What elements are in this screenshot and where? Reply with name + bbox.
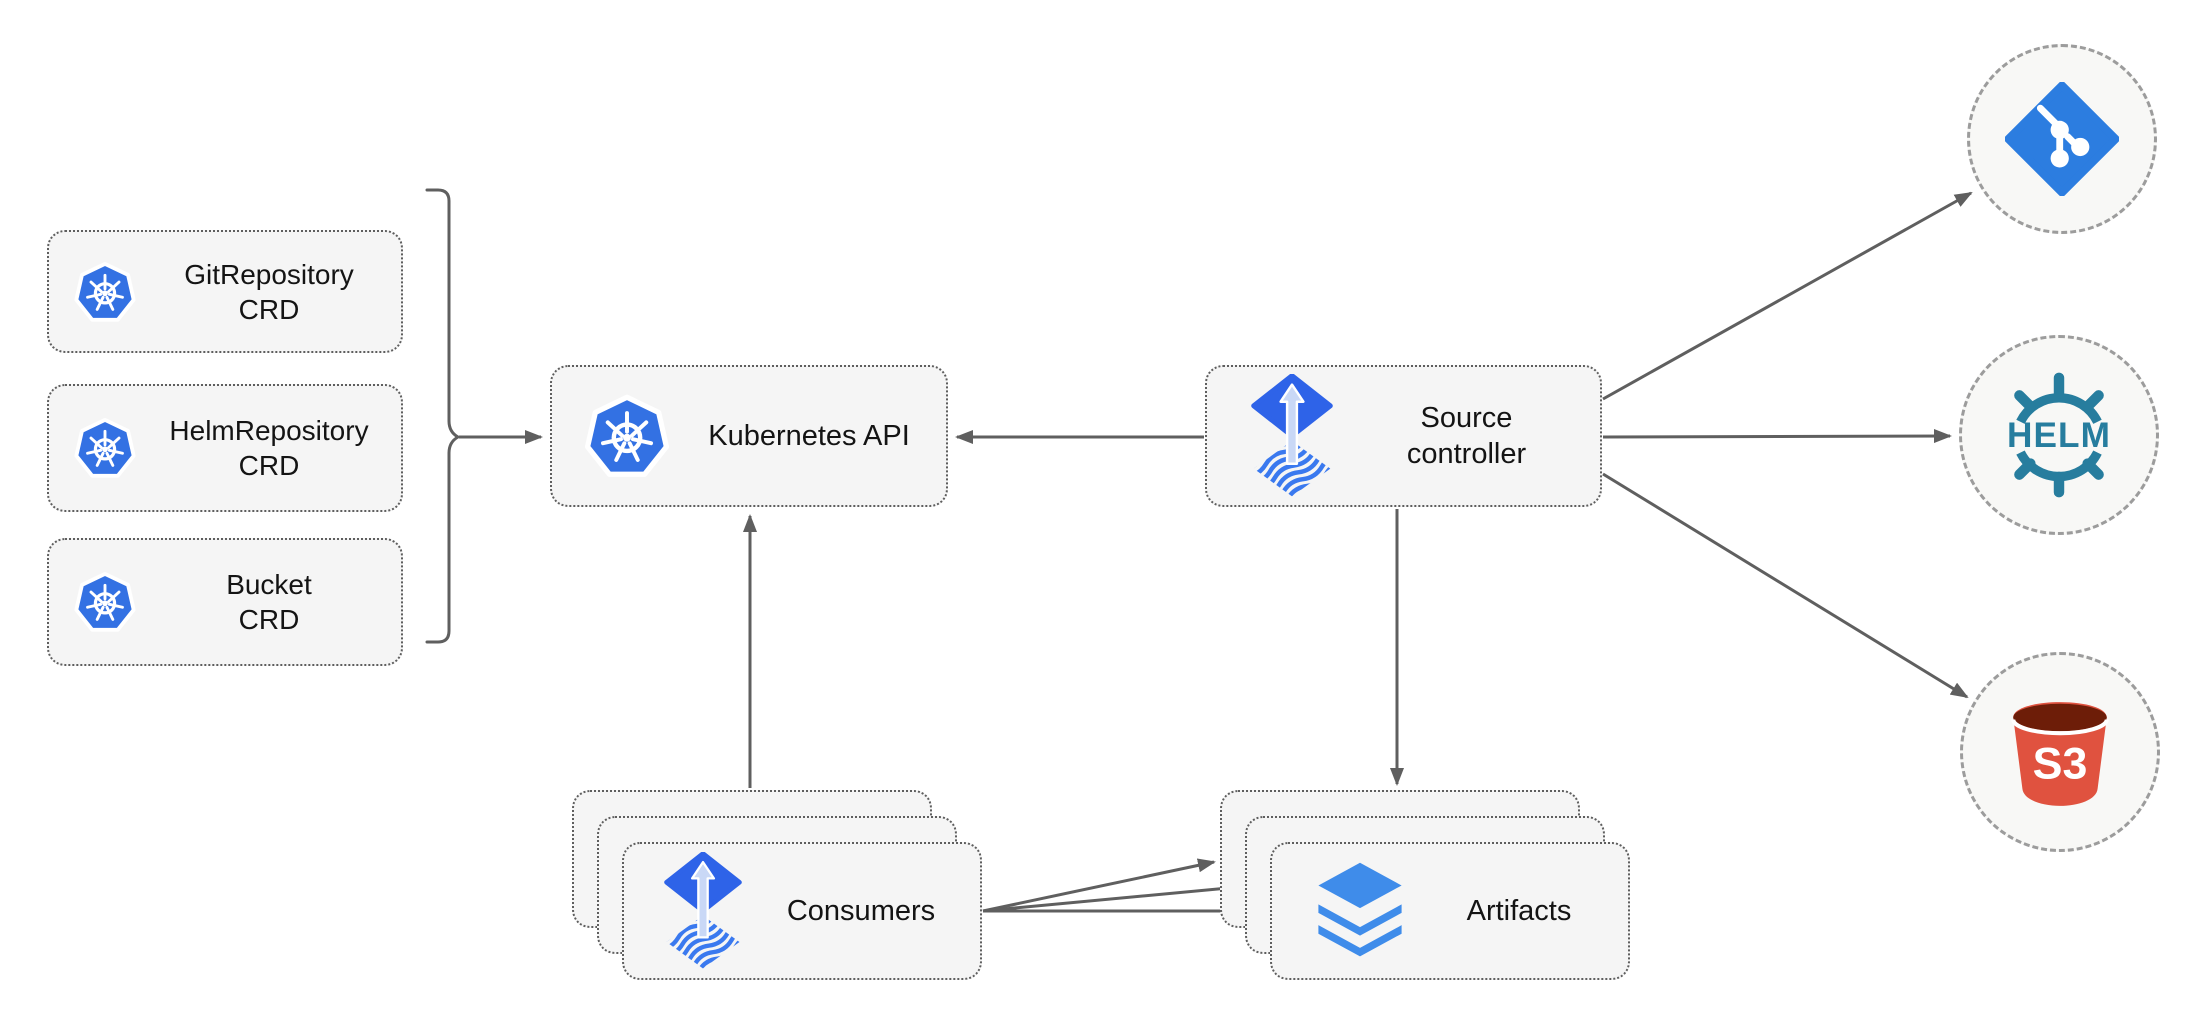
- s3-wordmark: S3: [2033, 739, 2088, 788]
- edge-source-to-helm: [1602, 429, 1952, 444]
- flux-icon: [1251, 374, 1333, 498]
- node-label-line2: CRD: [238, 604, 300, 635]
- s3-icon: S3: [1999, 691, 2121, 813]
- node-consumers: Consumers: [622, 842, 982, 980]
- node-label-line1: Source: [1420, 402, 1513, 434]
- node-source-controller: Source controller: [1205, 365, 1602, 507]
- node-helmrepository-crd: HelmRepository CRD: [47, 384, 403, 512]
- node-label-line1: GitRepository: [184, 258, 354, 290]
- layers-icon: [1310, 859, 1410, 963]
- node-kubernetes-api: Kubernetes API: [550, 365, 948, 507]
- helm-wordmark: HELM: [2007, 416, 2111, 455]
- node-label: Bucket CRD: [137, 567, 401, 637]
- node-label: Artifacts: [1466, 895, 1572, 927]
- endpoint-s3: S3: [1960, 652, 2160, 852]
- git-icon: [2005, 82, 2119, 196]
- node-label: HelmRepository CRD: [137, 413, 401, 483]
- kubernetes-icon: [73, 260, 137, 324]
- node-artifacts-stack: Artifacts: [1220, 790, 1632, 982]
- crd-group-bracket: [425, 188, 462, 644]
- node-gitrepository-crd: GitRepository CRD: [47, 230, 403, 353]
- endpoint-helm: HELM: [1959, 335, 2159, 535]
- node-bucket-crd: Bucket CRD: [47, 538, 403, 666]
- node-label-line2: controller: [1406, 438, 1527, 470]
- node-label-line2: CRD: [238, 293, 300, 325]
- node-label-line2: CRD: [238, 450, 300, 481]
- edge-source-to-git: [1602, 191, 1973, 401]
- helm-icon: HELM: [1993, 369, 2125, 501]
- node-consumers-stack: Consumers: [572, 790, 984, 982]
- endpoint-git: [1967, 44, 2157, 234]
- node-label-line1: HelmRepository: [169, 415, 369, 446]
- kubernetes-icon: [582, 392, 672, 480]
- node-label-line1: Bucket: [226, 569, 312, 600]
- edge-consumers-to-artifacts-2: [982, 881, 1241, 913]
- node-label: Source controller: [1333, 400, 1600, 472]
- kubernetes-icon: [73, 570, 137, 634]
- node-artifacts: Artifacts: [1270, 842, 1630, 980]
- flux-icon: [664, 852, 742, 970]
- edge-consumers-to-artifacts-1: [982, 858, 1216, 913]
- node-label: Consumers: [786, 895, 936, 927]
- kubernetes-icon: [73, 416, 137, 480]
- edge-source-to-s3: [1602, 472, 1969, 699]
- node-label: Kubernetes API: [708, 420, 910, 452]
- node-label: GitRepository CRD: [137, 257, 401, 327]
